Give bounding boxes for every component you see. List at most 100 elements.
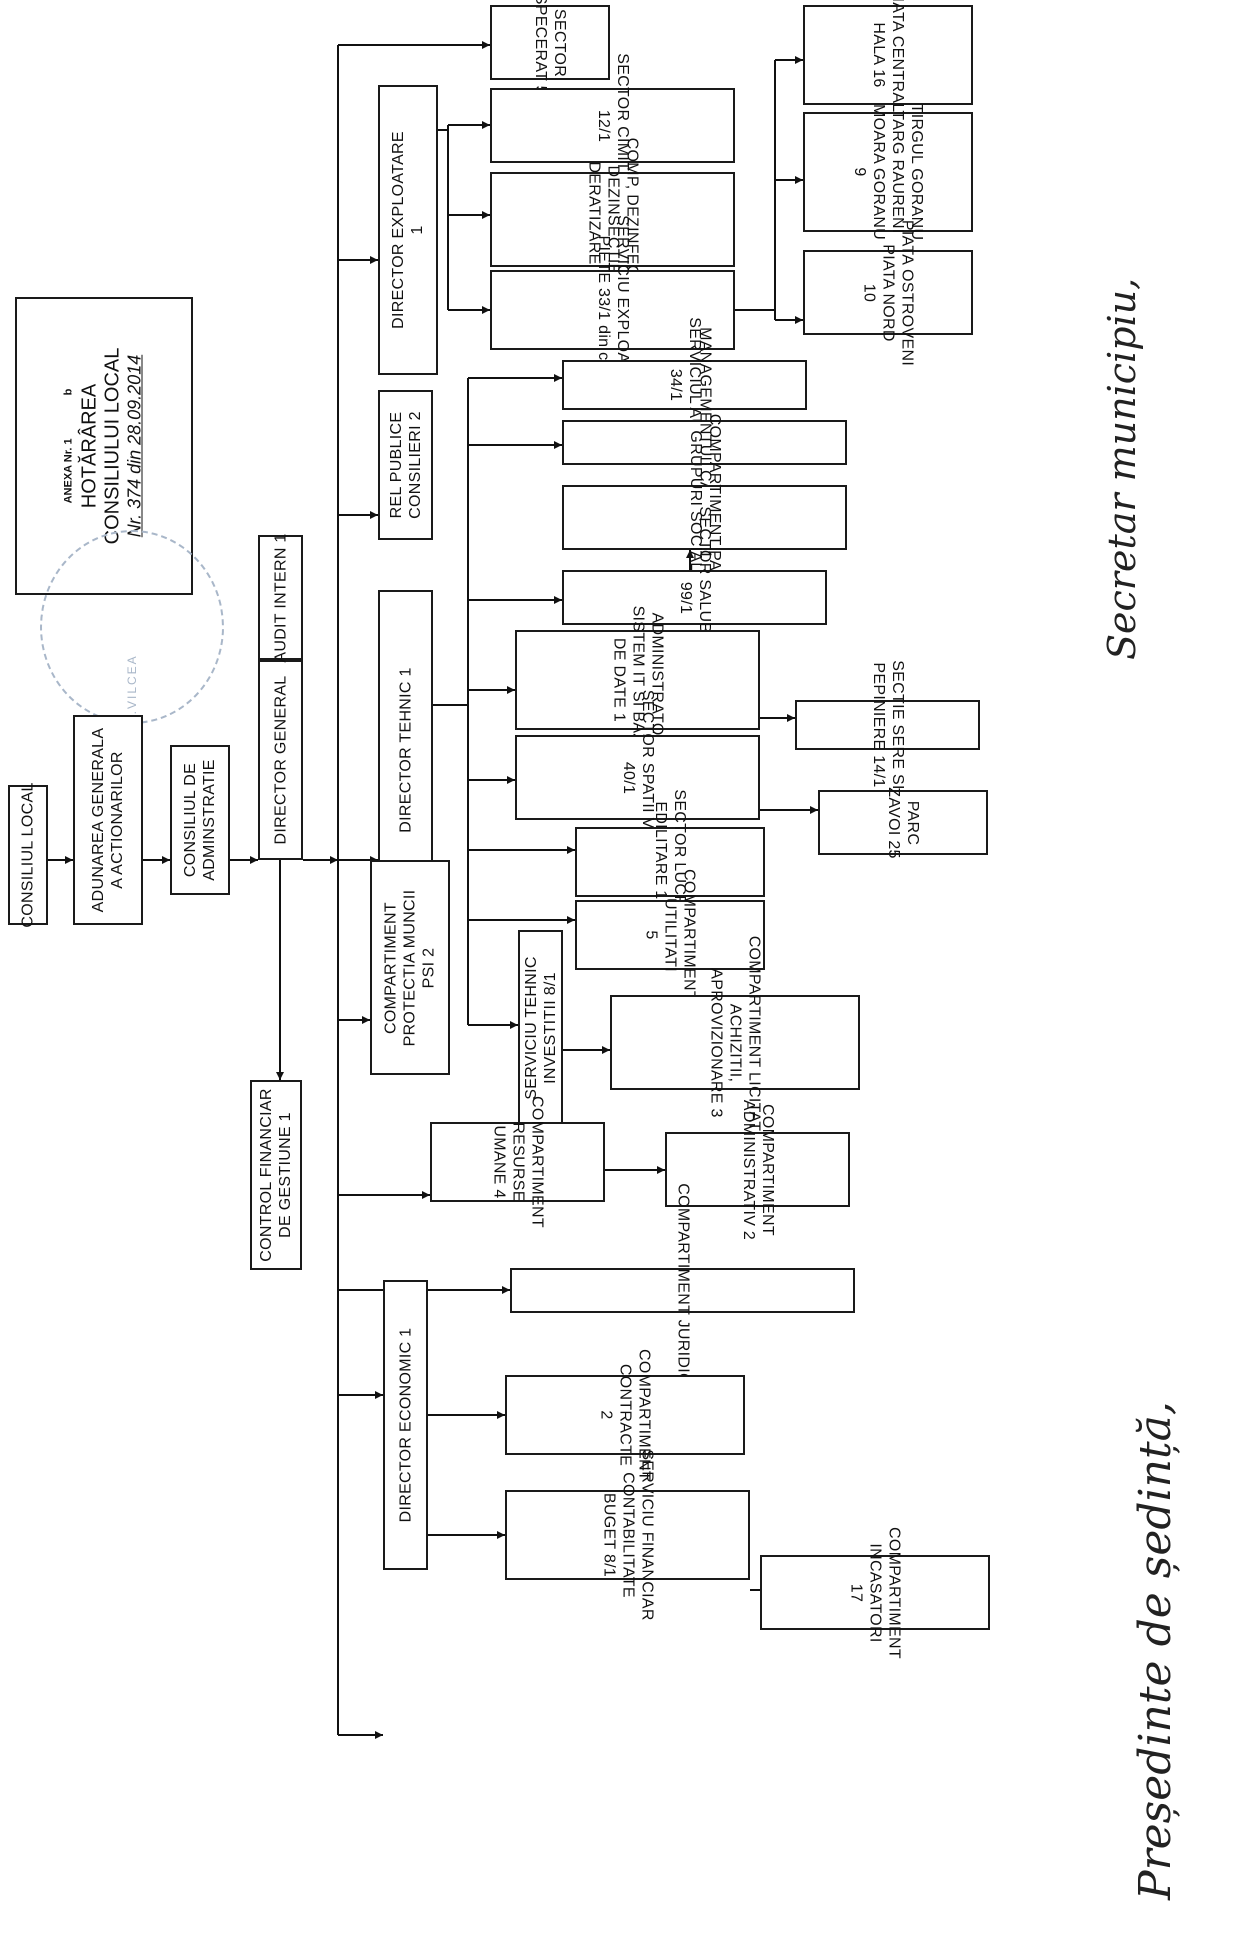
stamp-seal: JUD.VILCEA <box>40 530 224 744</box>
node-label-line: PROTECTIA MUNCII <box>401 889 419 1046</box>
node-director-tehnic: DIRECTOR TEHNIC 1 <box>378 590 433 910</box>
node-label-line: DIRECTOR TEHNIC 1 <box>397 667 414 833</box>
node-label-line: COMPARTIMENT <box>528 1096 545 1228</box>
node-label-line: UTILITATI <box>661 897 679 973</box>
node-label-line: SECTIE SERE SI <box>888 660 906 790</box>
node-label-line: REL PUBLICE <box>387 411 405 519</box>
node-label: DIRECTOR ECONOMIC 1 <box>396 1328 415 1523</box>
node-label-line: 1 <box>409 225 426 235</box>
node-label-line: 10 <box>860 283 878 302</box>
node-director-economic: DIRECTOR ECONOMIC 1 <box>383 1280 428 1570</box>
node-label-line: 5 <box>642 930 660 940</box>
node-label-line: COMPARTIMENT JURIDIC 2 <box>674 1182 691 1399</box>
node-label-line: CONSILIERI 2 <box>406 411 424 519</box>
node-label: DIRECTOR GENERAL <box>271 676 290 845</box>
node-audit-intern: AUDIT INTERN 1 <box>258 533 303 662</box>
node-label-line: DE GESTIUNE 1 <box>277 1112 294 1238</box>
node-consiliul-local: CONSILIUL LOCAL <box>8 782 48 928</box>
node-label: CONSILIUL LOCAL <box>19 782 38 927</box>
node-label: COMPARTIMENT JURIDIC 2 <box>673 1183 692 1399</box>
node-label-line: SERVICIU TEHNIC <box>522 955 540 1100</box>
node-comp-juridic: COMPARTIMENT JURIDIC 2 <box>510 1183 855 1398</box>
node-label-line: 17 <box>847 1583 865 1602</box>
node-label-line: ADMINSTRATIE <box>201 759 218 881</box>
node-label-line: INCASATORI <box>866 1542 884 1643</box>
node-label-line: PIATA NORD <box>879 243 897 342</box>
node-label-line: PIATA OSTROVENI <box>898 219 916 366</box>
node-label-line: CONTABILITATE <box>619 1472 636 1598</box>
node-label-line: DIRECTOR EXPLOATARE <box>390 131 407 329</box>
node-label-line: PSI 2 <box>420 947 438 988</box>
node-label-line: PARC <box>904 800 921 845</box>
node-label-line: ADMINISTRATIV 2 <box>739 1099 757 1240</box>
node-label-line: COMPARTIMENT <box>382 901 400 1034</box>
node-label-line: ZAVOI 25 <box>885 786 902 859</box>
node-managementul-calitatii: MANAGEMENTUL CALITATII 1 <box>562 327 847 558</box>
node-label-line: A ACTIONARILOR <box>109 751 126 889</box>
node-label-line: UMANE 4 <box>490 1125 507 1199</box>
node-label-line: COMPARTIMENT <box>680 869 698 1001</box>
node-label-line: CONTROL FINANCIAR <box>258 1088 275 1262</box>
node-label-line: INVESTITII 8/1 <box>541 971 559 1084</box>
node-label-line: CONSILIUL DE <box>182 762 199 878</box>
node-label-line: CONSILIUL LOCAL <box>19 782 37 928</box>
node-label: AUDIT INTERN 1 <box>271 533 290 662</box>
node-director-general: DIRECTOR GENERAL <box>258 660 303 860</box>
node-label-line: BUGET 8/1 <box>600 1492 617 1578</box>
node-label-line: ADUNAREA GENERALA <box>90 727 107 913</box>
node-label: DIRECTOR TEHNIC 1 <box>396 667 415 832</box>
node-label-line: COMPARTIMENT <box>758 1103 776 1236</box>
signature-left: Președinte de ședință, <box>1130 1401 1181 1900</box>
annex-number: ANEXA Nr. 1 b <box>62 388 75 504</box>
node-label-line: RESURSE <box>509 1122 526 1202</box>
signature-right: Secretar municipiu, <box>1100 277 1144 660</box>
node-label-line: APROVIZIONARE 3 <box>707 967 725 1118</box>
node-label-line: DIRECTOR GENERAL <box>272 675 289 845</box>
node-comp-licitatii: COMPARTIMENT LICITATII ,ACHIZITII,APROVI… <box>610 935 860 1150</box>
node-label-line: AUDIT INTERN 1 <box>272 532 289 663</box>
node-label-line: COMPARTIMENT <box>885 1526 903 1659</box>
node-label-line: PEPINIERE 14/1 <box>869 662 887 788</box>
node-label-line: DIRECTOR ECONOMIC 1 <box>397 1327 414 1523</box>
node-label-line: SERVICIU FINANCIAR <box>638 1449 655 1621</box>
